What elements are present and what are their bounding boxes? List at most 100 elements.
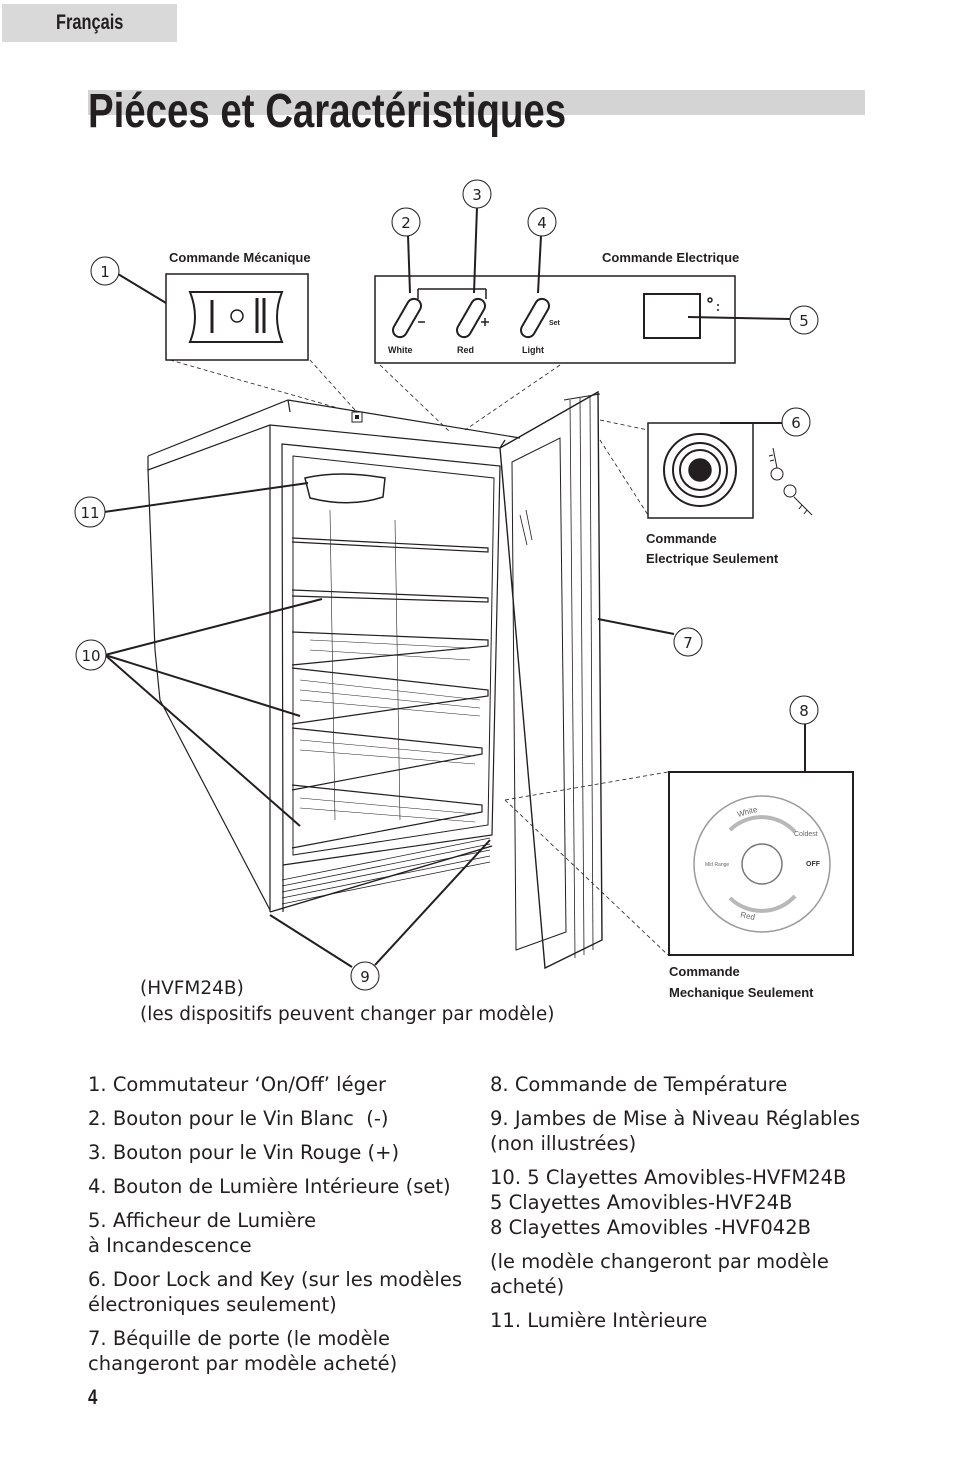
light-set-button	[520, 297, 550, 339]
dial-caption-line1: Commande	[669, 964, 740, 979]
part-number: 5.	[88, 1209, 107, 1232]
dial-red-label: Red	[740, 910, 756, 922]
part-item-2: 2. Bouton pour le Vin Blanc (-)	[88, 1106, 473, 1131]
part-text: Commande de Température	[514, 1073, 788, 1096]
model-note-line1: (HVFM24B)	[140, 978, 244, 999]
part-text: Commutateur ‘On/Off’ léger	[112, 1073, 386, 1096]
part-item-11: 11. Lumière Intèrieure	[490, 1308, 880, 1333]
white-button-label: White	[388, 345, 413, 355]
model-note-line2: (les dispositifs peuvent changer par mod…	[140, 1004, 555, 1025]
wine-cooler-diagram: Commande Mécanique	[74, 179, 854, 1000]
language-tab-label: Français	[56, 11, 124, 34]
temperature-dial-detail	[668, 771, 854, 956]
part-text: 5 Clayettes Amovibles-HVFM24B	[527, 1166, 847, 1189]
callout-6	[781, 407, 811, 437]
callout-4-text: 4	[537, 214, 547, 232]
part-text: Afficheur de Lumière	[112, 1209, 317, 1232]
dial-caption-line2: Mechanique Seulement	[669, 985, 814, 1000]
light-button-label: Light	[522, 345, 544, 355]
guide-lines	[169, 359, 669, 956]
callout-1	[90, 256, 120, 286]
callout-10	[75, 639, 107, 671]
callout-3-text: 3	[472, 186, 482, 204]
callout-11	[74, 496, 106, 528]
callout-circles	[74, 179, 819, 991]
callout-7	[673, 627, 703, 657]
part-text: Lumière Intèrieure	[527, 1309, 708, 1332]
page-number: 4	[88, 1386, 98, 1409]
part-text: Bouton de Lumière Intérieure (set)	[112, 1175, 451, 1198]
part-number: 4.	[88, 1175, 107, 1198]
part-number: 6.	[88, 1268, 107, 1291]
part-number: 11.	[490, 1309, 522, 1332]
dial-mid-label: Mid Range	[705, 862, 729, 868]
red-button-label: Red	[457, 345, 474, 355]
part-text: Bouton pour le Vin Blanc (-)	[112, 1107, 389, 1130]
part-text-line3: 8 Clayettes Amovibles -HVF042B	[490, 1216, 811, 1239]
leader-lines	[103, 206, 806, 968]
lock-detail	[647, 422, 754, 519]
callout-8	[789, 695, 819, 725]
set-button-label: Set	[549, 320, 561, 327]
parts-list-left: 1. Commutateur ‘On/Off’ léger 2. Bouton …	[88, 1072, 473, 1385]
part-number: 3.	[88, 1141, 107, 1164]
part-text: Door Lock and Key (sur les modèles	[112, 1268, 462, 1291]
part-text-line2: changeront par modèle acheté)	[88, 1352, 398, 1375]
callout-6-text: 6	[791, 414, 801, 432]
page-title: Piéces et Caractéristiques	[88, 85, 567, 138]
callout-2	[391, 207, 421, 237]
white-wine-button	[392, 297, 425, 339]
temperature-display	[643, 293, 719, 339]
part-text-line2: (non illustrées)	[490, 1132, 637, 1155]
part-text: Bouton pour le Vin Rouge (+)	[112, 1141, 400, 1164]
model-change-note: (le modèle changeront par modèle acheté)	[490, 1250, 829, 1298]
part-text-line2: à Incandescence	[88, 1234, 252, 1257]
callout-3	[462, 179, 492, 209]
title-bar	[88, 90, 865, 115]
part-text-line2: 5 Clayettes Amovibles-HVF24B	[490, 1191, 793, 1214]
lock-caption-line1: Commande	[646, 531, 717, 546]
part-item-8: 8. Commande de Température	[490, 1072, 880, 1097]
part-number: 9.	[490, 1107, 509, 1130]
callout-8-text: 8	[799, 702, 809, 720]
mechanical-switch-panel	[165, 273, 309, 361]
part-item-4: 4. Bouton de Lumière Intérieure (set)	[88, 1174, 473, 1199]
callout-9-text: 9	[360, 968, 370, 986]
electric-control-panel	[374, 275, 736, 364]
part-number: 10.	[490, 1166, 522, 1189]
callout-5	[789, 305, 819, 335]
electric-control-label: Commande Electrique	[602, 250, 739, 265]
part-item-1: 1. Commutateur ‘On/Off’ léger	[88, 1072, 473, 1097]
cabinet-illustration	[147, 390, 603, 970]
model-note: (HVFM24B) (les dispositifs peuvent chang…	[140, 976, 554, 1028]
mechanical-control-label: Commande Mécanique	[169, 250, 311, 265]
red-wine-button	[456, 297, 489, 339]
callout-9	[350, 961, 380, 991]
part-text: Béquille de porte (le modèle	[112, 1327, 391, 1350]
part-text: Jambes de Mise à Niveau Réglables	[514, 1107, 860, 1130]
callout-4	[527, 207, 557, 237]
part-item-9: 9. Jambes de Mise à Niveau Réglables(non…	[490, 1106, 880, 1156]
callout-2-text: 2	[401, 214, 411, 232]
dial-coldest-label: Coldest	[794, 831, 818, 838]
part-number: 8.	[490, 1073, 509, 1096]
callout-7-text: 7	[683, 634, 693, 652]
key-icon	[768, 447, 813, 516]
callout-5-text: 5	[799, 312, 809, 330]
language-tab: Français	[2, 4, 177, 42]
lock-caption-line2: Electrique Seulement	[646, 551, 779, 566]
part-number: 1.	[88, 1073, 107, 1096]
callout-11-text: 11	[80, 504, 99, 522]
callout-10-text: 10	[81, 647, 100, 665]
part-text-line2: électroniques seulement)	[88, 1293, 337, 1316]
callout-1-text: 1	[100, 263, 110, 281]
part-number: 2.	[88, 1107, 107, 1130]
part-number: 7.	[88, 1327, 107, 1350]
parts-list-right: 8. Commande de Température 9. Jambes de …	[490, 1072, 880, 1342]
part-item-3: 3. Bouton pour le Vin Rouge (+)	[88, 1140, 473, 1165]
dial-off-label: OFF	[806, 861, 821, 868]
